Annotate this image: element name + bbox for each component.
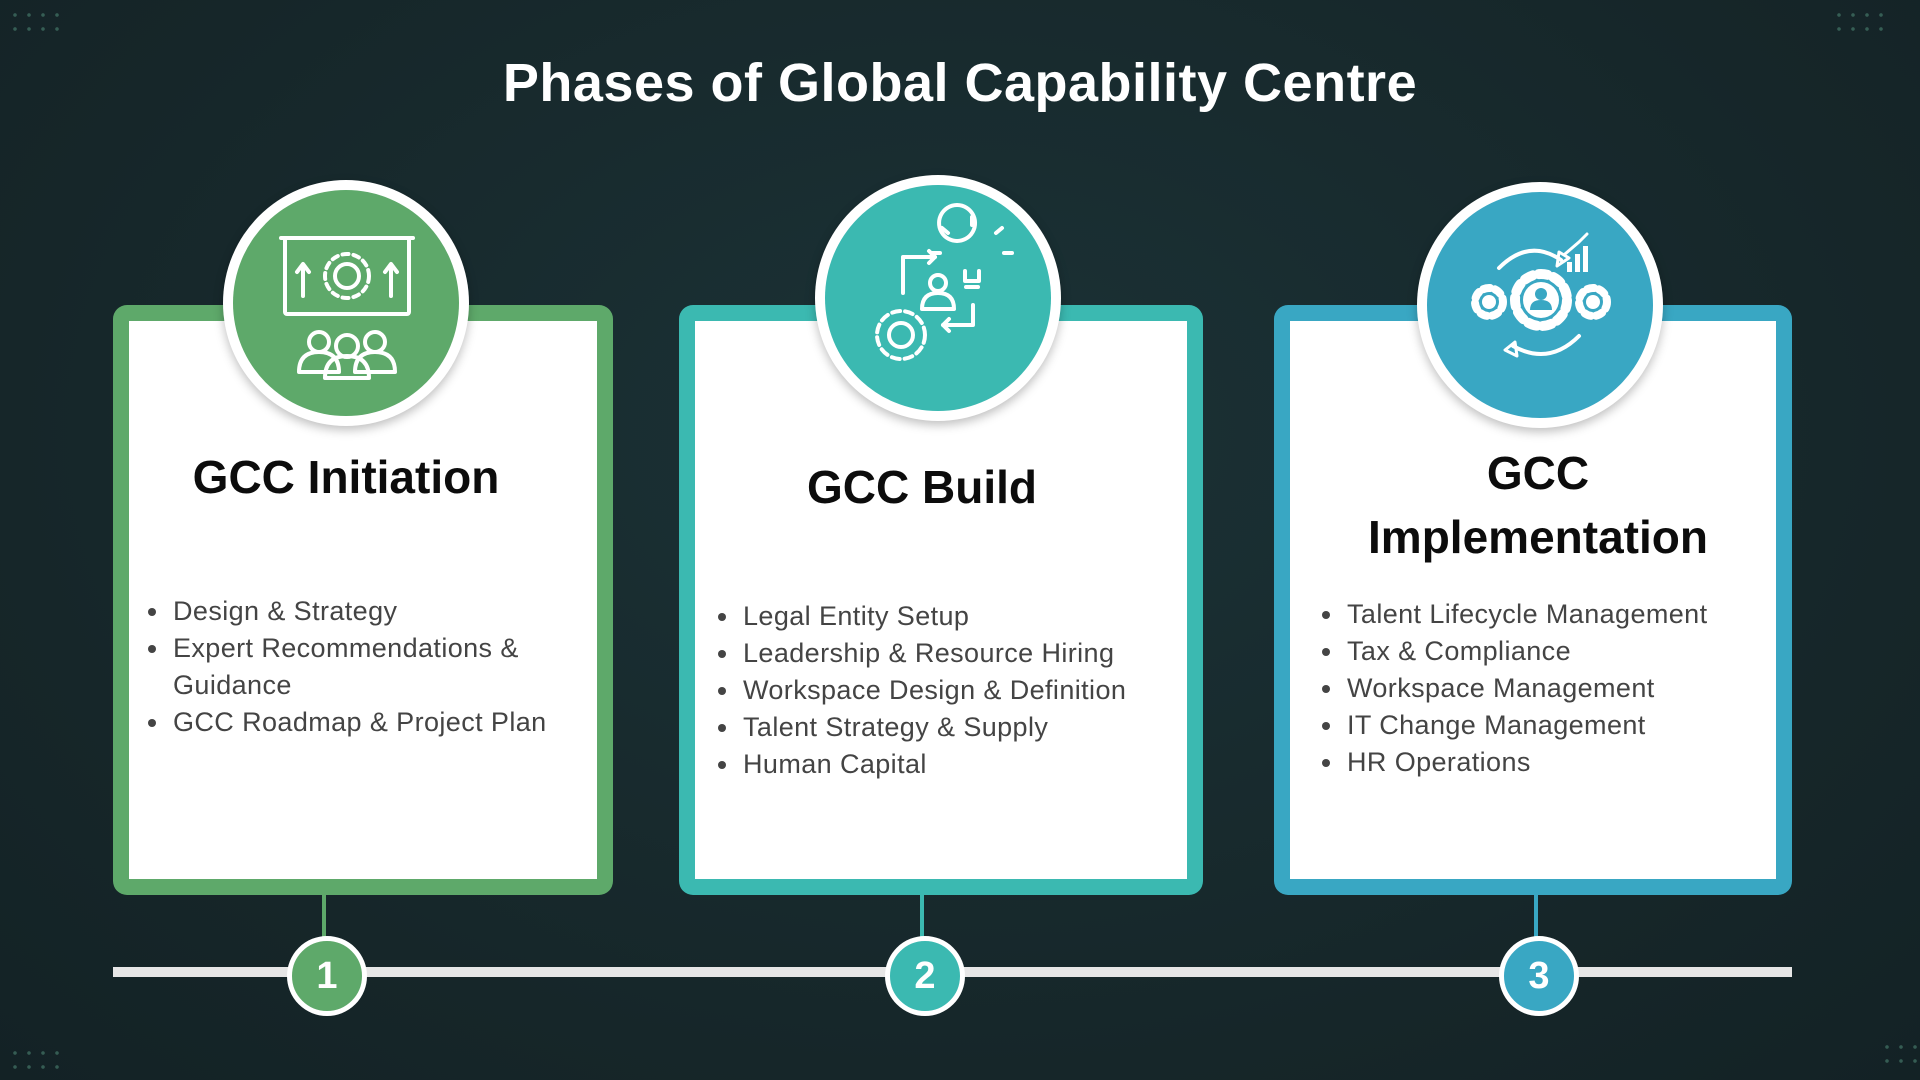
phase-1-item: GCC Roadmap & Project Plan (171, 704, 591, 741)
phase-3-item: HR Operations (1345, 744, 1815, 781)
decor-dots-top-right (1832, 8, 1892, 38)
phase-2-item: Human Capital (741, 746, 1211, 783)
phase-2-connector (920, 890, 924, 938)
phase-2-title: GCC Build (807, 461, 1037, 513)
phase-3-icon-badge (1417, 182, 1663, 428)
phase-3-title-line-1: GCC (1486, 447, 1590, 499)
phase-2-item: Legal Entity Setup (741, 598, 1211, 635)
phase-1-title: GCC Initiation (192, 451, 500, 503)
decor-dots-top-left (8, 8, 68, 38)
presentation-gear-team-icon (279, 236, 415, 380)
gears-person-growth-icon (1471, 232, 1611, 358)
phase-2-item: Leadership & Resource Hiring (741, 635, 1211, 672)
phase-3-item: Workspace Management (1345, 670, 1815, 707)
step-marker-2: 2 (885, 936, 965, 1016)
phase-2-item: Workspace Design & Definition (741, 672, 1211, 709)
person-idea-gear-cycle-icon (875, 203, 1014, 361)
phase-2-items: Legal Entity Setup Leadership & Resource… (713, 598, 1211, 783)
phase-1-items: Design & Strategy Expert Recommendations… (143, 593, 591, 741)
phase-2-item: Talent Strategy & Supply (741, 709, 1211, 746)
step-marker-1: 1 (287, 936, 367, 1016)
phase-3-item: Tax & Compliance (1345, 633, 1815, 670)
phase-3-title-line-2: Implementation (1368, 511, 1708, 563)
decor-dots-bottom-left (8, 1046, 68, 1076)
phase-3-item: IT Change Management (1345, 707, 1815, 744)
phase-1-connector (322, 890, 326, 938)
phase-1-icon-badge (223, 180, 469, 426)
phase-1-item: Design & Strategy (171, 593, 591, 630)
decor-dots-bottom-right (1880, 1040, 1920, 1070)
phase-3-title: GCC Implementation (1274, 441, 1802, 569)
phase-2-icon-badge (815, 175, 1061, 421)
page-title: Phases of Global Capability Centre (502, 53, 1418, 113)
phase-3-items: Talent Lifecycle Management Tax & Compli… (1317, 596, 1815, 781)
phase-3-item: Talent Lifecycle Management (1345, 596, 1815, 633)
phase-3-connector (1534, 890, 1538, 938)
phase-1-item: Expert Recommendations & Guidance (171, 630, 591, 704)
step-marker-3: 3 (1499, 936, 1579, 1016)
